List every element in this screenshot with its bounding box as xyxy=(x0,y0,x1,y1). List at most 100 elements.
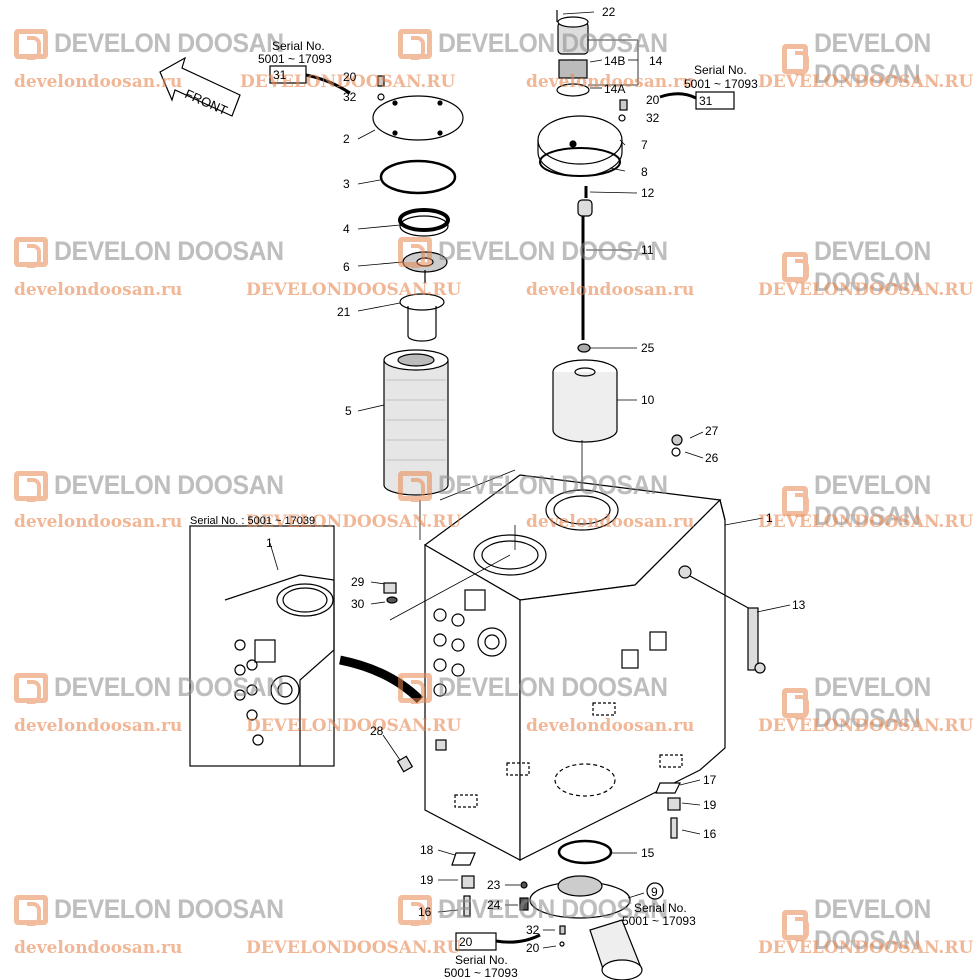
brand-logo-icon xyxy=(14,672,48,704)
watermark-logo: DEVELON DOOSAN xyxy=(14,672,304,704)
brand-logo-icon xyxy=(782,44,809,75)
watermark-url: DEVELONDOOSAN.RU xyxy=(246,512,462,532)
part-label: 25 xyxy=(641,341,655,355)
watermark-logo: DEVELON DOOSAN xyxy=(398,894,688,926)
part-label: 1 xyxy=(266,536,273,550)
watermark-url: develondoosan.ru xyxy=(14,72,183,92)
brand-logo-icon xyxy=(782,486,809,517)
watermark-url: develondoosan.ru xyxy=(526,512,695,532)
watermark-url: DEVELONDOOSAN.RU xyxy=(758,280,974,300)
watermark-url: develondoosan.ru xyxy=(526,72,695,92)
part-label: 1 xyxy=(766,511,773,525)
brand-logo-icon xyxy=(398,28,432,60)
watermark-logo: DEVELON DOOSAN xyxy=(398,470,688,502)
part-label: 16 xyxy=(418,905,432,919)
watermark-url: DEVELONDOOSAN.RU xyxy=(758,512,974,532)
brand-logo-icon xyxy=(398,236,432,268)
brand-logo-icon xyxy=(14,894,48,926)
part-label: 6 xyxy=(343,260,350,274)
watermark-url: DEVELONDOOSAN.RU xyxy=(246,938,462,958)
part-label: 27 xyxy=(705,424,719,438)
inset-serial-note: Serial No. : 5001 ~ 17039 xyxy=(190,515,316,527)
watermark-url: develondoosan.ru xyxy=(14,280,183,300)
part-label: 4 xyxy=(343,222,350,236)
watermark-logo: DEVELON DOOSAN xyxy=(398,672,688,704)
part-label: 20 xyxy=(526,941,540,955)
part-label: 17 xyxy=(703,773,717,787)
part-label: 14A xyxy=(604,82,626,96)
brand-logo-icon xyxy=(782,688,809,719)
watermark-url: DEVELONDOOSAN.RU xyxy=(240,72,456,92)
serial-part: 31 xyxy=(273,68,287,82)
watermark-logo: DEVELON DOOSAN xyxy=(14,894,304,926)
watermark-logo: DEVELON DOOSAN xyxy=(782,28,980,90)
part-label: 13 xyxy=(792,598,806,612)
part-label: 14 xyxy=(649,54,663,68)
watermark-url: DEVELONDOOSAN.RU xyxy=(758,938,974,958)
part-label: 15 xyxy=(641,846,655,860)
part-label: 7 xyxy=(641,138,648,152)
serial-part: 31 xyxy=(699,94,713,108)
part-label: 14B xyxy=(604,54,626,68)
watermark-logo: DEVELON DOOSAN xyxy=(782,470,980,532)
serial-range: 5001 ~ 17093 xyxy=(622,914,696,928)
part-label: 5 xyxy=(345,404,352,418)
cover-plate-2 xyxy=(372,95,464,141)
serial-range: 5001 ~ 17093 xyxy=(258,52,332,66)
watermark-logo: DEVELON DOOSAN xyxy=(782,672,980,734)
part-label: 11 xyxy=(641,243,654,257)
watermark-url: develondoosan.ru xyxy=(526,716,695,736)
watermark-url: DEVELONDOOSAN.RU xyxy=(758,716,974,736)
brand-logo-icon xyxy=(398,470,432,502)
brand-logo-icon xyxy=(14,470,48,502)
part-label: 8 xyxy=(641,165,648,179)
serial-range: 5001 ~ 17093 xyxy=(444,966,518,980)
part-label: 21 xyxy=(337,305,351,319)
part-label: 20 xyxy=(343,70,357,84)
serial-title: Serial No. xyxy=(455,953,508,967)
part-label: 23 xyxy=(487,878,501,892)
part-label: 10 xyxy=(641,393,655,407)
part-label: 28 xyxy=(370,724,384,738)
serial-title: Serial No. xyxy=(694,63,747,77)
watermark-logo: DEVELON DOOSAN xyxy=(14,236,304,268)
part-label: 30 xyxy=(351,597,365,611)
part-label: 12 xyxy=(641,186,655,200)
part-label: 24 xyxy=(487,898,501,912)
part-label: 22 xyxy=(602,5,616,19)
watermark-logo: DEVELON DOOSAN xyxy=(398,28,688,60)
front-arrow-icon xyxy=(159,56,241,117)
watermark-url: DEVELONDOOSAN.RU xyxy=(246,280,462,300)
brand-logo-icon xyxy=(398,894,432,926)
serial-range: 5001 ~ 17093 xyxy=(684,77,758,91)
watermark-url: DEVELONDOOSAN.RU xyxy=(758,72,974,92)
watermark-url: develondoosan.ru xyxy=(14,938,183,958)
hydraulic-tank-1 xyxy=(423,474,726,861)
watermark-logo: DEVELON DOOSAN xyxy=(782,894,980,956)
part-label: 16 xyxy=(703,827,717,841)
watermark-url: develondoosan.ru xyxy=(14,716,183,736)
part-label: 19 xyxy=(420,873,434,887)
part-label: 3 xyxy=(343,177,350,191)
part-label: 18 xyxy=(420,843,434,857)
brand-logo-icon xyxy=(782,910,809,941)
brand-logo-icon xyxy=(782,252,809,283)
serial-part: 20 xyxy=(459,935,473,949)
part-label: 32 xyxy=(343,90,357,104)
part-label: 26 xyxy=(705,451,719,465)
brand-logo-icon xyxy=(14,28,48,60)
watermark-url: develondoosan.ru xyxy=(526,280,695,300)
serial-title: Serial No. xyxy=(272,39,325,53)
brand-logo-icon xyxy=(398,672,432,704)
watermark-url: develondoosan.ru xyxy=(14,512,183,532)
o-ring-3 xyxy=(379,159,457,195)
part-label: 29 xyxy=(351,575,365,589)
part-label: 2 xyxy=(343,132,350,146)
watermark-logo: DEVELON DOOSAN xyxy=(398,236,688,268)
part-label: 19 xyxy=(703,798,717,812)
part-label: 32 xyxy=(646,111,660,125)
brand-logo-icon xyxy=(14,236,48,268)
watermark-logo: DEVELON DOOSAN xyxy=(782,236,980,298)
